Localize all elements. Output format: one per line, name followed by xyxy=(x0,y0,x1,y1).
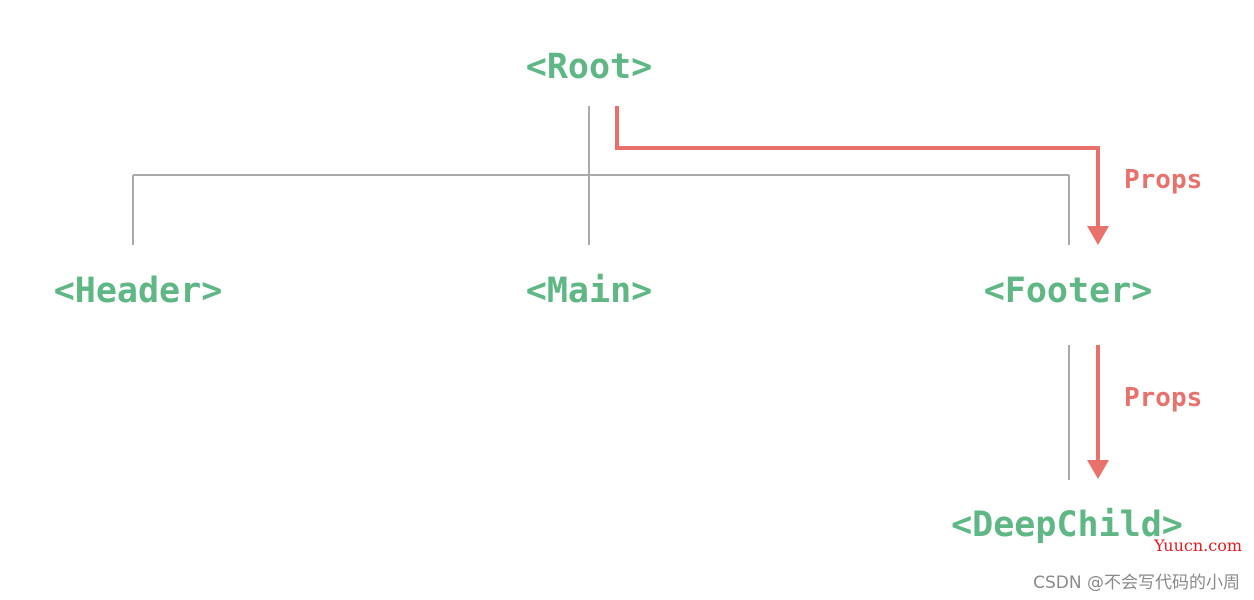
props-label-footer-to-deepchild: Props xyxy=(1124,383,1202,413)
tree-connectors xyxy=(132,106,1070,480)
node-footer: <Footer> xyxy=(984,271,1153,311)
node-header: <Header> xyxy=(54,271,223,311)
node-main: <Main> xyxy=(526,271,652,311)
arrowhead-footer-to-deepchild xyxy=(1087,460,1109,479)
props-flow-arrows xyxy=(615,106,1109,479)
node-root: <Root> xyxy=(526,47,652,87)
node-deepchild: <DeepChild> xyxy=(951,505,1183,545)
arrowhead-root-to-footer xyxy=(1087,226,1109,245)
props-arrow-root-to-footer xyxy=(615,106,1100,236)
watermark-credit: CSDN @不会写代码的小周 xyxy=(1033,573,1240,593)
watermark-site: Yuucn.com xyxy=(1153,536,1242,555)
props-label-root-to-footer: Props xyxy=(1124,165,1202,195)
